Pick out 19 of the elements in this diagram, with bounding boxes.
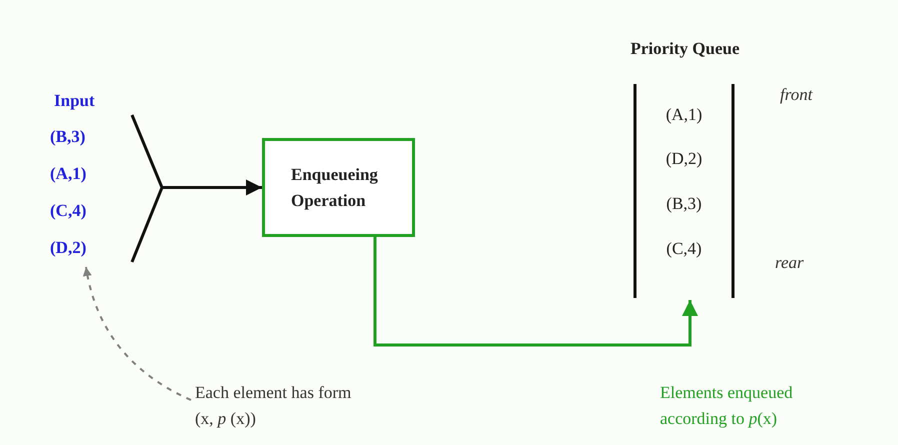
queue-item: (C,4): [665, 238, 703, 260]
queue-item: (A,1): [664, 104, 704, 126]
input-item: (C,4): [50, 200, 86, 220]
process-box: [262, 138, 415, 237]
queue-item: (B,3): [665, 193, 703, 215]
queue-item: (D,2): [664, 148, 704, 170]
arrow: [130, 114, 264, 264]
queue-end-label: front: [780, 84, 812, 106]
input-item: (D,2): [50, 238, 86, 258]
queue-title: Priority Queue: [629, 38, 741, 60]
queue-end-label: rear: [775, 252, 804, 274]
input-item: (A,1): [50, 164, 86, 184]
process-label: Enqueueing Operation: [291, 164, 379, 212]
note-text: Elements enqueued according to p(x): [660, 382, 794, 430]
arrow: [374, 237, 698, 346]
dashed-arrow: [83, 266, 192, 401]
input-item: (B,3): [50, 126, 86, 146]
input-heading: Input: [54, 90, 95, 112]
note-text: Each element has form (x, p (x)): [195, 382, 352, 430]
